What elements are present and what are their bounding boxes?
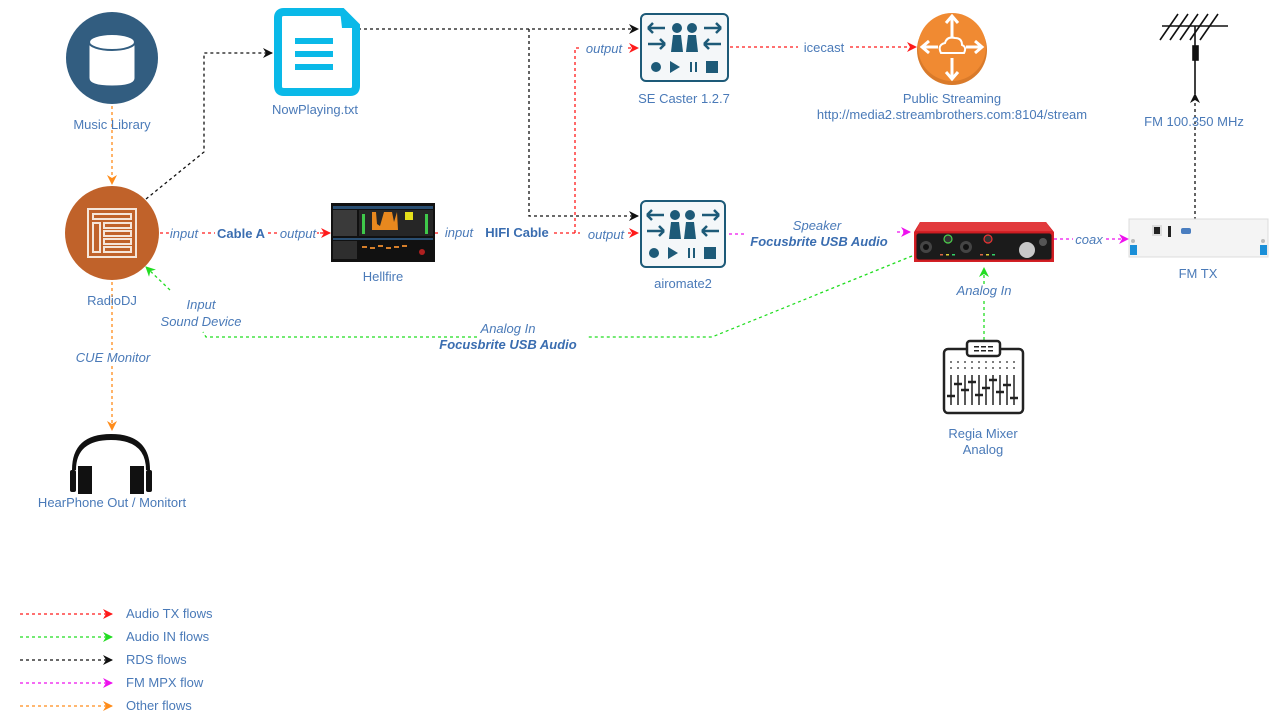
edge-label-input: Input bbox=[186, 297, 216, 312]
edge-hellfire-to-caster bbox=[574, 47, 580, 233]
edge-label-analog-in: Analog In bbox=[480, 321, 536, 336]
mixer-label-line2: Analog bbox=[962, 442, 1004, 457]
usb-audio-interface bbox=[914, 222, 1054, 262]
edge-label-hellfire-input: input bbox=[443, 225, 475, 241]
edge-label-speaker: Speaker bbox=[792, 218, 842, 233]
edge-label-speaker-device: Focusbrite USB Audio bbox=[750, 234, 888, 249]
edge-label-sound-device: Sound Device bbox=[160, 314, 242, 329]
edge-label-cue-monitor: CUE Monitor bbox=[73, 350, 153, 366]
fm-transmitter-rack bbox=[1128, 218, 1269, 258]
edge-sound-device-arrow bbox=[145, 266, 171, 291]
edge-airomate-to-focusrite bbox=[729, 232, 910, 234]
headphones-icon bbox=[70, 434, 152, 494]
edge-label-radiodj-input: input bbox=[168, 226, 200, 242]
legend-item-other: Other flows bbox=[126, 698, 192, 713]
airomate-label: airomate2 bbox=[654, 276, 712, 291]
edge-label-coax: coax bbox=[1073, 232, 1105, 248]
mixer-icon bbox=[942, 339, 1025, 415]
radio-automation-icon bbox=[87, 208, 137, 258]
focusrite-node[interactable] bbox=[914, 222, 1054, 262]
edge-radiodj-to-nowplaying bbox=[145, 48, 273, 200]
music-library-node[interactable] bbox=[66, 12, 158, 104]
mixer-label-line1: Regia Mixer bbox=[948, 426, 1018, 441]
legend-item-audio-tx: Audio TX flows bbox=[126, 606, 213, 621]
music-library-label: Music Library bbox=[73, 117, 151, 132]
media-encoder-icon bbox=[646, 209, 720, 259]
edge-label-analog-in-device: Focusbrite USB Audio bbox=[439, 337, 577, 352]
nowplaying-label: NowPlaying.txt bbox=[272, 102, 358, 117]
radiodj-label: RadioDJ bbox=[87, 293, 137, 308]
hellfire-label: Hellfire bbox=[362, 269, 404, 284]
edge-label-hellfire-output: output bbox=[278, 226, 318, 242]
legend-item-audio-in: Audio IN flows bbox=[126, 629, 210, 644]
fm-tx-label: FM TX bbox=[1178, 266, 1218, 281]
legend-item-rds: RDS flows bbox=[126, 652, 187, 667]
nowplaying-node[interactable] bbox=[274, 7, 360, 96]
edge-label-airomate-output: output bbox=[586, 227, 626, 243]
edge-focusrite-to-radiodj bbox=[202, 255, 913, 338]
se-caster-label: SE Caster 1.2.7 bbox=[638, 91, 730, 106]
database-icon bbox=[88, 33, 136, 87]
edge-label-analog-in-mixer: Analog In bbox=[956, 283, 1012, 298]
edge-nowplaying-to-airomate bbox=[528, 29, 639, 221]
edge-label-cable-a: Cable A bbox=[215, 226, 267, 242]
airomate-node[interactable] bbox=[640, 200, 726, 268]
document-icon bbox=[274, 7, 360, 96]
hellfire-node[interactable] bbox=[331, 203, 435, 262]
edge-label-icecast: icecast bbox=[801, 40, 847, 56]
edge-label-caster-output: output bbox=[584, 41, 624, 57]
legend-item-fm-mpx: FM MPX flow bbox=[126, 675, 204, 690]
antenna-frequency-label: FM 100.350 MHz bbox=[1144, 114, 1244, 129]
public-streaming-label: Public Streaming bbox=[902, 91, 1002, 106]
public-streaming-node[interactable] bbox=[917, 13, 987, 85]
cloud-broadcast-icon bbox=[919, 13, 985, 82]
antenna-icon bbox=[1159, 13, 1228, 94]
public-streaming-url[interactable]: http://media2.streambrothers.com:8104/st… bbox=[816, 107, 1088, 122]
mixer-node[interactable] bbox=[942, 339, 1025, 415]
radiodj-node[interactable] bbox=[65, 186, 159, 280]
edge-label-hifi-cable: HIFI Cable bbox=[483, 225, 551, 241]
antenna-node bbox=[1159, 13, 1228, 94]
headphones-label: HearPhone Out / Monitort bbox=[37, 495, 187, 510]
media-encoder-icon bbox=[647, 22, 722, 73]
headphones-node[interactable] bbox=[70, 434, 152, 494]
fm-tx-node[interactable] bbox=[1128, 218, 1269, 258]
se-caster-node[interactable] bbox=[640, 13, 729, 82]
